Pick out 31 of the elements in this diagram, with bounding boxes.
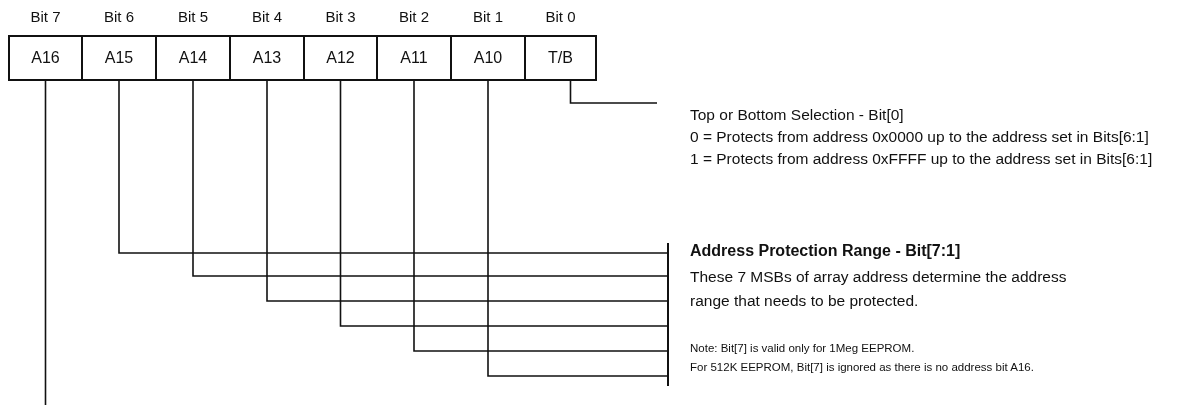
- leader-line: [413, 80, 668, 352]
- bit-label: Bit 0: [544, 8, 577, 25]
- bit-label: Bit 2: [398, 8, 430, 25]
- leader-line: [266, 80, 668, 302]
- field-description: 1 = Protects from address 0xFFFF up to the address set in Bits[6:1]: [690, 149, 1154, 169]
- register-cell: A13: [229, 35, 305, 81]
- section-heading: Address Protection Range - Bit[7:1]: [690, 242, 961, 260]
- register-cell: T/B: [524, 35, 597, 81]
- section-description: These 7 MSBs of array address determine the address range that needs to be protected.: [690, 267, 1068, 311]
- field-title: Top or Bottom Selection - Bit[0]: [690, 105, 905, 125]
- bit-label: Bit 7: [29, 8, 62, 25]
- register-cell: A12: [303, 35, 378, 81]
- leader-line: [192, 80, 668, 277]
- register-cell: A14: [155, 35, 231, 81]
- bit-label: Bit 1: [472, 8, 504, 25]
- register-cell: A15: [81, 35, 157, 81]
- register-cell: A10: [450, 35, 526, 81]
- leader-line: [569, 80, 658, 104]
- bit-label: Bit 4: [251, 8, 283, 25]
- leader-line: [118, 80, 668, 254]
- leader-line: [339, 80, 668, 327]
- bit-label: Bit 3: [324, 8, 357, 25]
- bit-label: Bit 5: [177, 8, 209, 25]
- leader-line: [487, 80, 668, 377]
- leader-line: [44, 80, 47, 405]
- register-cell: A11: [376, 35, 452, 81]
- note-text: For 512K EEPROM, Bit[7] is ignored as there is no address bit A16.: [690, 361, 1034, 373]
- note-text: Note: Bit[7] is valid only for 1Meg EEPROM.: [690, 342, 915, 354]
- register-cell: A16: [8, 35, 83, 81]
- bit-label: Bit 6: [103, 8, 135, 25]
- field-description: 0 = Protects from address 0x0000 up to the address set in Bits[6:1]: [690, 127, 1150, 147]
